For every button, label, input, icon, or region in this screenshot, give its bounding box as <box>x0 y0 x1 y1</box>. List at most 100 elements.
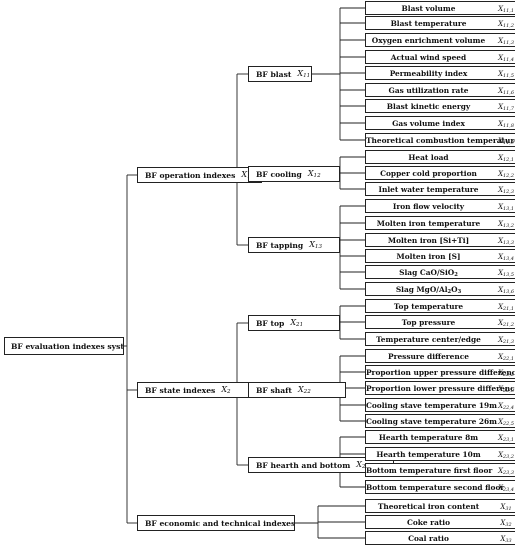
index-leaf-25-code: X22,4 <box>498 402 514 411</box>
index-leaf-31-code: X31 <box>500 503 512 512</box>
index-leaf-16-label: Molten iron [S] <box>396 252 461 261</box>
index-leaf-9-label: Theoretical combustion temperature <box>366 136 515 145</box>
root-node-label: BF evaluation indexes system <box>11 341 124 351</box>
subgroup-node-4-code: X21 <box>290 318 304 328</box>
index-leaf-20-code: X21,2 <box>498 319 514 328</box>
subgroup-node-2-label: BF cooling <box>256 169 302 179</box>
group-node-1-label: BF operation indexes <box>145 170 236 180</box>
index-leaf-18: Slag MgO/Al2O3 X13,6 <box>365 282 515 296</box>
index-leaf-10-label: Heat load <box>408 153 449 162</box>
index-leaf-7: Blast kinetic energy X11,7 <box>365 99 515 113</box>
group-node-2: BF state indexes X2 <box>137 382 262 398</box>
index-leaf-33: Coal ratio X33 <box>365 531 515 545</box>
subgroup-node-3-code: X13 <box>309 240 323 250</box>
subgroup-node-5: BF shaft X22 <box>248 382 346 398</box>
root-node: BF evaluation indexes systemX <box>4 337 124 355</box>
index-leaf-26-code: X22,5 <box>498 418 514 427</box>
index-leaf-9-code: X11,9 <box>498 137 514 146</box>
index-leaf-6-label: Gas utilization rate <box>388 86 469 95</box>
subgroup-node-1-code: X11 <box>297 69 311 79</box>
index-leaf-14-code: X13,2 <box>498 220 514 229</box>
index-leaf-13-label: Iron flow velocity <box>392 202 465 211</box>
index-leaf-26-label: Cooling stave temperature 26m <box>366 417 497 426</box>
index-leaf-16: Molten iron [S] X13,4 <box>365 249 515 263</box>
index-leaf-13: Iron flow velocity X13,1 <box>365 199 515 213</box>
index-leaf-29-label: Bottom temperature first floor <box>366 466 493 475</box>
subgroup-node-2: BF cooling X12 <box>248 166 340 182</box>
index-leaf-18-code: X13,6 <box>498 286 514 295</box>
index-leaf-4-label: Actual wind speed <box>390 53 467 62</box>
group-node-2-code: X2 <box>221 385 231 395</box>
index-leaf-7-label: Blast kinetic energy <box>386 102 471 111</box>
index-leaf-33-label: Coal ratio <box>408 534 449 543</box>
group-node-3: BF economic and technical indexesX3 <box>137 515 295 531</box>
index-leaf-27: Hearth temperature 8m X23,1 <box>365 430 515 444</box>
group-node-2-label: BF state indexes <box>145 385 216 395</box>
index-leaf-17-label: Slag CaO/SiO2 <box>399 268 458 278</box>
group-node-3-label: BF economic and technical indexes <box>145 518 295 528</box>
index-leaf-13-code: X13,1 <box>498 203 514 212</box>
index-leaf-3-code: X11,3 <box>498 37 514 46</box>
index-leaf-12-code: X12,3 <box>498 186 514 195</box>
index-leaf-17: Slag CaO/SiO2 X13,5 <box>365 265 515 279</box>
index-leaf-11: Copper cold proportion X12,2 <box>365 166 515 180</box>
index-leaf-19-label: Top temperature <box>393 302 464 311</box>
index-leaf-14-label: Molten iron temperature <box>376 219 481 228</box>
index-leaf-17-code: X13,5 <box>498 269 514 278</box>
index-leaf-21-label: Temperature center/edge <box>376 335 481 344</box>
index-leaf-15-label: Molten iron [Si+Ti] <box>387 236 470 245</box>
index-leaf-11-label: Copper cold proportion <box>380 169 477 178</box>
index-leaf-24-code: X22,3 <box>498 385 514 394</box>
index-leaf-14: Molten iron temperature X13,2 <box>365 216 515 230</box>
index-leaf-25-label: Cooling stave temperature 19m <box>366 401 497 410</box>
subgroup-node-6-label: BF hearth and bottom <box>256 460 351 470</box>
index-leaf-6-code: X11,6 <box>498 87 514 96</box>
index-leaf-5: Permeability index X11,5 <box>365 66 515 80</box>
index-leaf-5-code: X11,5 <box>498 70 514 79</box>
index-leaf-12-label: Inlet water temperature <box>378 185 479 194</box>
index-leaf-21: Temperature center/edge X21,3 <box>365 332 515 346</box>
index-leaf-30-code: X23,4 <box>498 484 514 493</box>
index-leaf-33-code: X33 <box>500 535 512 544</box>
index-leaf-7-code: X11,7 <box>498 103 514 112</box>
index-leaf-29: Bottom temperature first floor X23,3 <box>365 463 515 477</box>
index-leaf-10-code: X12,1 <box>498 154 514 163</box>
index-leaf-27-code: X23,1 <box>498 434 514 443</box>
subgroup-node-5-label: BF shaft <box>256 385 292 395</box>
index-leaf-24-label: Proportion lower pressure difference <box>366 384 515 393</box>
index-leaf-22-label: Pressure difference <box>388 352 469 361</box>
index-leaf-11-code: X12,2 <box>498 170 514 179</box>
index-leaf-16-code: X13,4 <box>498 253 514 262</box>
index-leaf-28-code: X23,2 <box>498 451 514 460</box>
index-leaf-28-label: Hearth temperature 10m <box>376 450 481 459</box>
subgroup-node-3-label: BF tapping <box>256 240 304 250</box>
index-leaf-15: Molten iron [Si+Ti]X13,3 <box>365 233 515 247</box>
index-leaf-18-label: Slag MgO/Al2O3 <box>395 285 462 295</box>
index-leaf-30-label: Bottom temperature second floor <box>366 483 505 492</box>
index-leaf-4-code: X11,4 <box>498 54 514 63</box>
index-leaf-23-code: X22,2 <box>498 369 514 378</box>
index-leaf-21-code: X21,3 <box>498 336 514 345</box>
group-node-1: BF operation indexesX1 <box>137 167 262 183</box>
subgroup-node-2-code: X12 <box>307 169 321 179</box>
index-leaf-8-label: Gas volume index <box>392 119 465 128</box>
index-leaf-4: Actual wind speed X11,4 <box>365 50 515 64</box>
index-leaf-1-code: X11,1 <box>498 5 514 14</box>
subgroup-node-3: BF tapping X13 <box>248 237 340 253</box>
index-leaf-27-label: Hearth temperature 8m <box>378 433 479 442</box>
index-leaf-29-code: X23,3 <box>498 467 514 476</box>
index-leaf-2-label: Blast temperature <box>390 19 467 28</box>
subgroup-node-5-code: X22 <box>297 385 311 395</box>
index-leaf-5-label: Permeability index <box>389 69 468 78</box>
